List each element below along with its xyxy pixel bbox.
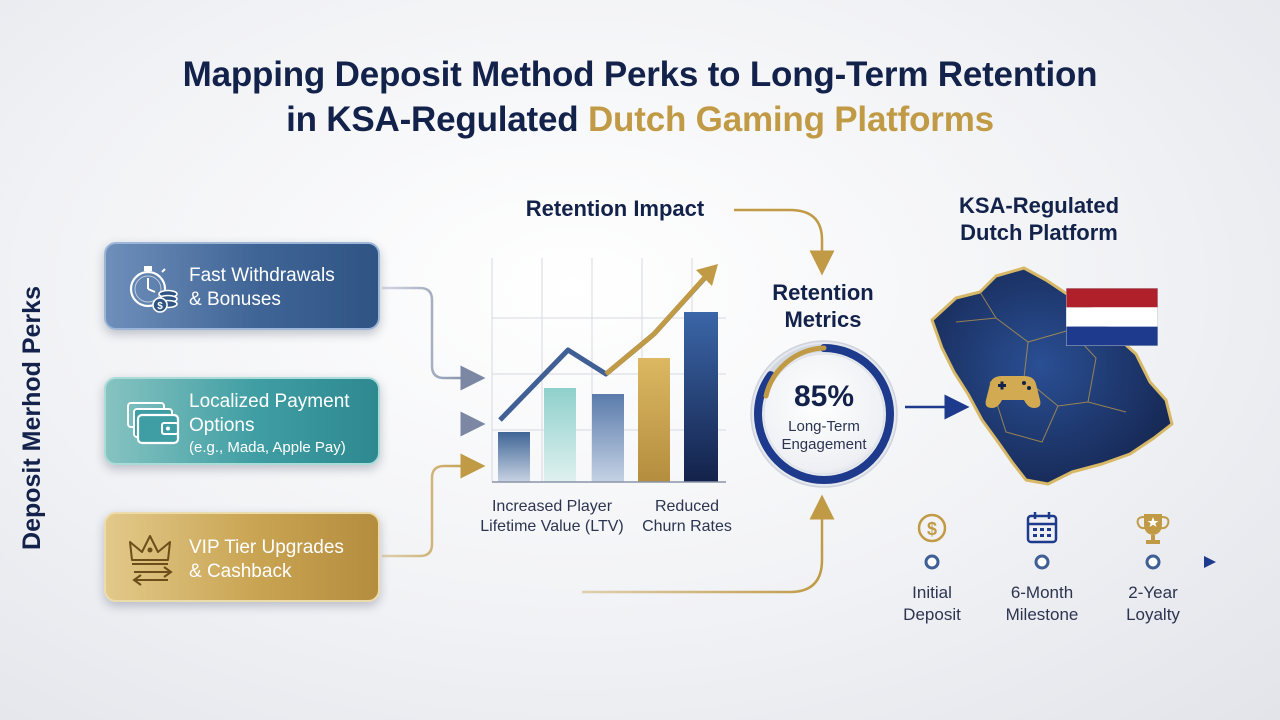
page-title: Mapping Deposit Method Perks to Long-Ter… bbox=[0, 52, 1280, 142]
perk-3-line-2: & Cashback bbox=[189, 561, 292, 582]
engagement-value: 85% bbox=[793, 380, 855, 413]
trend-arrow-head bbox=[696, 264, 718, 286]
engagement-gauge bbox=[750, 340, 898, 488]
caption-ltv-line-2: Lifetime Value (LTV) bbox=[480, 518, 624, 535]
svg-text:$: $ bbox=[927, 519, 937, 539]
timeline-label-3-line-1: 2-Year bbox=[1128, 583, 1178, 602]
netherlands-flag bbox=[1066, 288, 1158, 346]
caption-ltv-line-1: Increased Player bbox=[491, 498, 613, 515]
engagement-label-line-1: Long-Term bbox=[788, 418, 860, 435]
calendar-icon bbox=[1026, 512, 1058, 544]
retention-metrics-title-line-2: Metrics bbox=[784, 307, 862, 332]
caption-churn: Reduced Churn Rates bbox=[632, 497, 742, 537]
caption-ltv: Increased Player Lifetime Value (LTV) bbox=[478, 497, 626, 537]
wallet-cards-icon bbox=[127, 402, 180, 445]
dollar-coin-icon: $ bbox=[917, 513, 947, 543]
timeline-label-6-month: 6-Month Milestone bbox=[987, 582, 1097, 626]
timeline-label-3-line-2: Loyalty bbox=[1126, 605, 1180, 624]
perk-card-localized-payment[interactable]: Localized Payment Options (e.g., Mada, A… bbox=[104, 377, 380, 465]
perk-2-line-2: Options bbox=[189, 415, 255, 436]
perk-1-line-2: & Bonuses bbox=[189, 289, 281, 310]
title-line-2-highlight: Dutch Gaming Platforms bbox=[587, 100, 994, 139]
perk-2-line-1: Localized Payment bbox=[189, 391, 350, 412]
chart-bar-3 bbox=[592, 394, 624, 482]
engagement-label-line-2: Engagement bbox=[781, 436, 867, 453]
engagement-label: Long-Term Engagement bbox=[760, 418, 888, 454]
connector-perk-3 bbox=[382, 453, 486, 558]
gamepad-icon bbox=[985, 376, 1041, 408]
perk-3-line-1: VIP Tier Upgrades bbox=[189, 537, 344, 558]
perk-card-vip-tier[interactable]: VIP Tier Upgrades & Cashback bbox=[104, 512, 380, 602]
timeline-node-2 bbox=[1034, 554, 1050, 570]
timeline-label-2-year: 2-Year Loyalty bbox=[1098, 582, 1208, 626]
title-line-1: Mapping Deposit Method Perks to Long-Ter… bbox=[182, 55, 1098, 94]
title-line-2: in KSA-Regulated Dutch Gaming Platforms bbox=[0, 97, 1280, 142]
timeline-label-2-line-1: 6-Month bbox=[1010, 583, 1074, 602]
crown-arrows-icon bbox=[129, 535, 173, 586]
retention-impact-title: Retention Impact bbox=[525, 196, 705, 221]
svg-text:$: $ bbox=[157, 301, 163, 312]
chart-bar-4 bbox=[638, 358, 670, 482]
platform-title-line-1: KSA-Regulated bbox=[958, 193, 1120, 218]
perk-card-fast-withdrawals[interactable]: $ Fast Withdrawals & Bonuses bbox=[104, 242, 380, 330]
loyalty-timeline: $ bbox=[872, 512, 1216, 570]
timeline-label-initial-deposit: Initial Deposit bbox=[877, 582, 987, 626]
title-line-2-prefix: in KSA-Regulated bbox=[286, 100, 588, 139]
connector-perk-1 bbox=[382, 286, 486, 391]
trophy-icon bbox=[1136, 514, 1170, 544]
platform-title: KSA-Regulated Dutch Platform bbox=[934, 192, 1144, 246]
connector-bottom-to-metrics bbox=[582, 494, 835, 594]
timeline-node-1 bbox=[924, 554, 940, 570]
caption-churn-line-1: Reduced bbox=[654, 498, 720, 515]
timeline-arrow-head bbox=[1204, 556, 1216, 568]
retention-metrics-title-line-1: Retention bbox=[772, 280, 874, 305]
map-silhouette bbox=[930, 266, 1174, 486]
connector-impact-to-metrics bbox=[734, 208, 835, 276]
retention-metrics-title: Retention Metrics bbox=[748, 279, 898, 333]
retention-impact-chart bbox=[491, 258, 726, 483]
timeline-node-3 bbox=[1145, 554, 1161, 570]
chart-bar-1 bbox=[498, 432, 530, 482]
perk-1-line-1: Fast Withdrawals bbox=[189, 265, 335, 286]
chart-bar-5 bbox=[684, 312, 718, 482]
gauge-gold-arc bbox=[763, 345, 827, 399]
timeline-label-2-line-2: Milestone bbox=[1005, 605, 1079, 624]
platform-title-line-2: Dutch Platform bbox=[960, 220, 1118, 245]
stopwatch-coins-icon: $ bbox=[129, 266, 178, 313]
timeline-label-1-line-1: Initial bbox=[912, 583, 952, 602]
perk-2-line-3: (e.g., Mada, Apple Pay) bbox=[189, 439, 346, 456]
trend-arrow-gold bbox=[604, 272, 710, 376]
timeline-label-1-line-2: Deposit bbox=[903, 605, 961, 624]
caption-churn-line-2: Churn Rates bbox=[642, 518, 732, 535]
chart-bar-2 bbox=[544, 388, 576, 482]
